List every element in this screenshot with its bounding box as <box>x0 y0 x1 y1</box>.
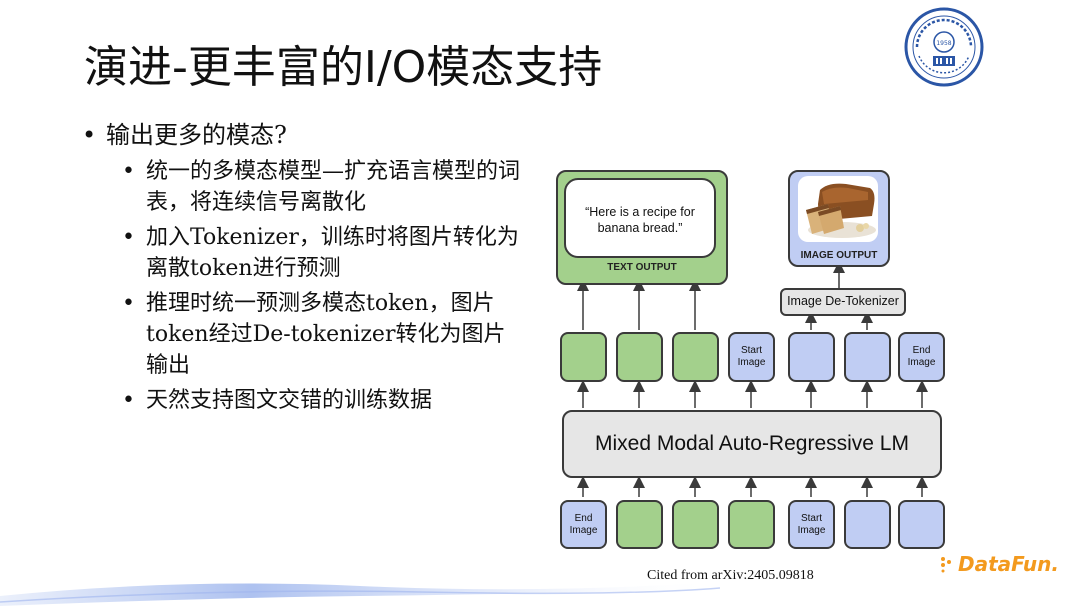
input-text-token <box>728 500 775 549</box>
arrows-input <box>577 476 928 497</box>
arrows-output <box>577 380 928 408</box>
input-image-token <box>844 500 891 549</box>
output-end-image-token: End Image <box>898 332 945 382</box>
citation: Cited from arXiv:2405.09818 <box>647 568 814 583</box>
input-end-image-token: End Image <box>560 500 607 549</box>
datafun-logo: DataFun. <box>940 552 1059 576</box>
input-start-image-token: Start Image <box>788 500 835 549</box>
datafun-wordmark: DataFun. <box>958 552 1059 576</box>
arrows-to-detokenizer <box>805 311 873 330</box>
text-output-quote: “Here is a recipe for banana bread.” <box>585 205 695 235</box>
input-text-token <box>616 500 663 549</box>
sub-bullet: 推理时统一预测多模态token，图片token经过De-tokenizer转化为… <box>122 288 522 381</box>
output-image-token <box>788 332 835 382</box>
diagram-connectors <box>577 261 928 497</box>
bullet-main: 输出更多的模态? <box>82 118 522 152</box>
mixed-modal-lm-label: Mixed Modal Auto-Regressive LM <box>595 432 909 455</box>
footer-wave-decoration <box>0 582 720 606</box>
sub-bullet: 加入Tokenizer，训练时将图片转化为离散token进行预测 <box>122 222 522 284</box>
mixed-modal-lm-box <box>562 410 942 478</box>
sub-bullet: 天然支持图文交错的训练数据 <box>122 385 522 416</box>
datafun-dots-icon <box>941 557 951 573</box>
chameleon-diagram: “Here is a recipe for banana bread.” TEX… <box>552 160 952 560</box>
output-text-token <box>672 332 719 382</box>
output-image-token <box>844 332 891 382</box>
image-detokenizer-label: Image De-Tokenizer <box>787 294 899 308</box>
banana-bread-image <box>798 176 878 242</box>
sub-bullet-list: 统一的多模态模型—扩充语言模型的词表，将连续信号离散化 加入Tokenizer，… <box>82 156 522 416</box>
slide-title: 演进-更丰富的I/O模态支持 <box>84 42 603 93</box>
output-text-token <box>560 332 607 382</box>
input-text-token <box>672 500 719 549</box>
image-detokenizer-box <box>780 288 906 316</box>
bullet-list: 输出更多的模态? 统一的多模态模型—扩充语言模型的词表，将连续信号离散化 加入T… <box>82 118 522 416</box>
input-image-token <box>898 500 945 549</box>
output-text-token <box>616 332 663 382</box>
sub-bullet: 统一的多模态模型—扩充语言模型的词表，将连续信号离散化 <box>122 156 522 218</box>
text-output-title: TEXT OUTPUT <box>607 262 677 273</box>
text-output-bubble <box>564 178 716 258</box>
arrows-to-text-output <box>577 279 701 330</box>
logo-year: 1958 <box>936 40 951 47</box>
university-logo: 1958 <box>904 7 984 87</box>
image-output-title: IMAGE OUTPUT <box>800 250 878 261</box>
output-start-image-token: Start Image <box>728 332 775 382</box>
